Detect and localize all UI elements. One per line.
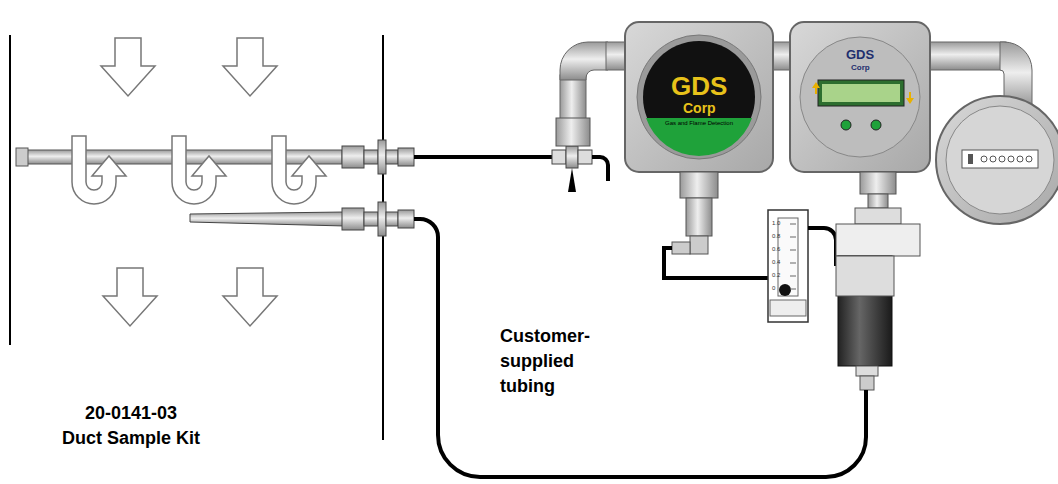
pipe-union [556,118,590,146]
sample-tubing [664,248,768,278]
airflow-arrows [101,38,277,326]
part-name: Duct Sample Kit [62,428,200,449]
scale-number: 0.4 [772,259,780,266]
logo-text: GDS [846,48,874,63]
logo-text: Corp [851,63,870,72]
scale-number: 1.0 [772,220,780,227]
pipe-elbow [560,42,608,80]
logo-text: Corp [683,100,716,116]
flowmeter-ticks [790,224,796,289]
logo-tagline: Gas and Flame Detection [665,120,733,127]
sensor-transmitter-enclosure [790,22,930,208]
tubing-label: Customer-supplied tubing [500,324,612,400]
scale-number: 0.8 [772,233,780,240]
inline-filter [836,208,920,390]
bulkhead-fittings [190,140,414,236]
scale-number: 0 [772,285,775,292]
inflow-arrows [72,136,326,204]
part-number: 20-0141-03 [85,403,177,424]
sample-tubing [414,155,552,159]
logo-text: GDS [671,72,727,102]
scale-number: 0.6 [772,246,780,253]
tube-end-cap [16,148,28,166]
scale-number: 0.2 [772,272,780,279]
sample-tubing [808,228,836,266]
terminal-block [981,156,1032,162]
duct-wall [382,35,384,440]
duct-wall [9,35,11,345]
gas-detector-enclosure [625,22,773,254]
junction-box [936,96,1058,224]
flowmeter [768,210,808,322]
customer-supplied-tubing [414,219,866,477]
drain-valve [552,146,608,192]
